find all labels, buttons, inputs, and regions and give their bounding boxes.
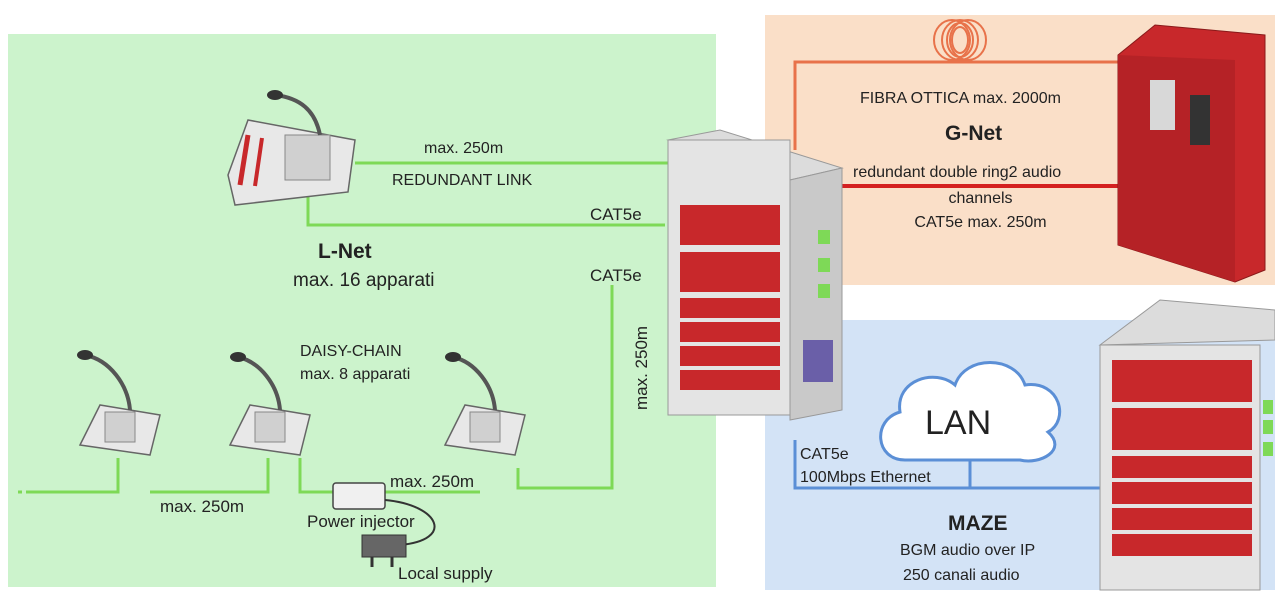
fiber-coil-icon <box>933 19 987 61</box>
power-plug-icon <box>361 534 407 567</box>
power-injector-label: Power injector <box>307 512 415 531</box>
microphone-console-icon <box>228 352 311 456</box>
daisy-chain-label: DAISY-CHAIN <box>300 343 402 360</box>
ethernet-cable <box>793 440 1100 490</box>
maze-rack-icon <box>1098 299 1275 591</box>
fiber-label: FIBRA OTTICA max. 2000m <box>860 90 1061 107</box>
microphone-console-icon <box>443 352 526 456</box>
daisy-chain-sub: max. 8 apparati <box>300 366 411 383</box>
power-injector-icon <box>332 482 436 546</box>
gnet-ring-label-1: redundant double ring2 audio <box>853 164 1062 181</box>
lan-label: LAN <box>925 404 992 442</box>
redundant-link-label: REDUNDANT LINK <box>392 172 533 189</box>
distance-left-label: max. 250m <box>160 497 245 516</box>
redundant-distance-label: max. 250m <box>424 140 504 157</box>
maze-sub2: 250 canali audio <box>903 567 1020 584</box>
fire-panel-icon <box>1117 24 1266 283</box>
local-supply-label: Local supply <box>398 564 493 583</box>
maze-cat5e-label: CAT5e <box>800 446 849 463</box>
rack-cabinet-icon <box>666 129 844 421</box>
fiber-optic-cable <box>793 60 1140 150</box>
cat5e-mid-label: CAT5e <box>590 266 642 285</box>
maze-sub1: BGM audio over IP <box>900 542 1036 559</box>
cat5e-top-label: CAT5e <box>590 205 642 224</box>
gnet-ring-label-2: channels <box>948 190 1013 207</box>
lnet-subtitle: max. 16 apparati <box>293 270 435 291</box>
microphone-console-icon <box>227 90 356 206</box>
microphone-console-icon <box>77 350 161 456</box>
maze-title: MAZE <box>948 512 1008 535</box>
ethernet-label: 100Mbps Ethernet <box>800 469 931 486</box>
cloud-icon <box>879 361 1062 463</box>
lnet-title: L-Net <box>318 240 372 263</box>
lnet-cables <box>30 161 668 494</box>
distance-injector-label: max. 250m <box>390 472 475 491</box>
vertical-distance-label: max. 250m <box>632 325 651 410</box>
gnet-title: G-Net <box>945 122 1003 145</box>
gnet-ring-label-3: CAT5e max. 250m <box>914 214 1047 231</box>
